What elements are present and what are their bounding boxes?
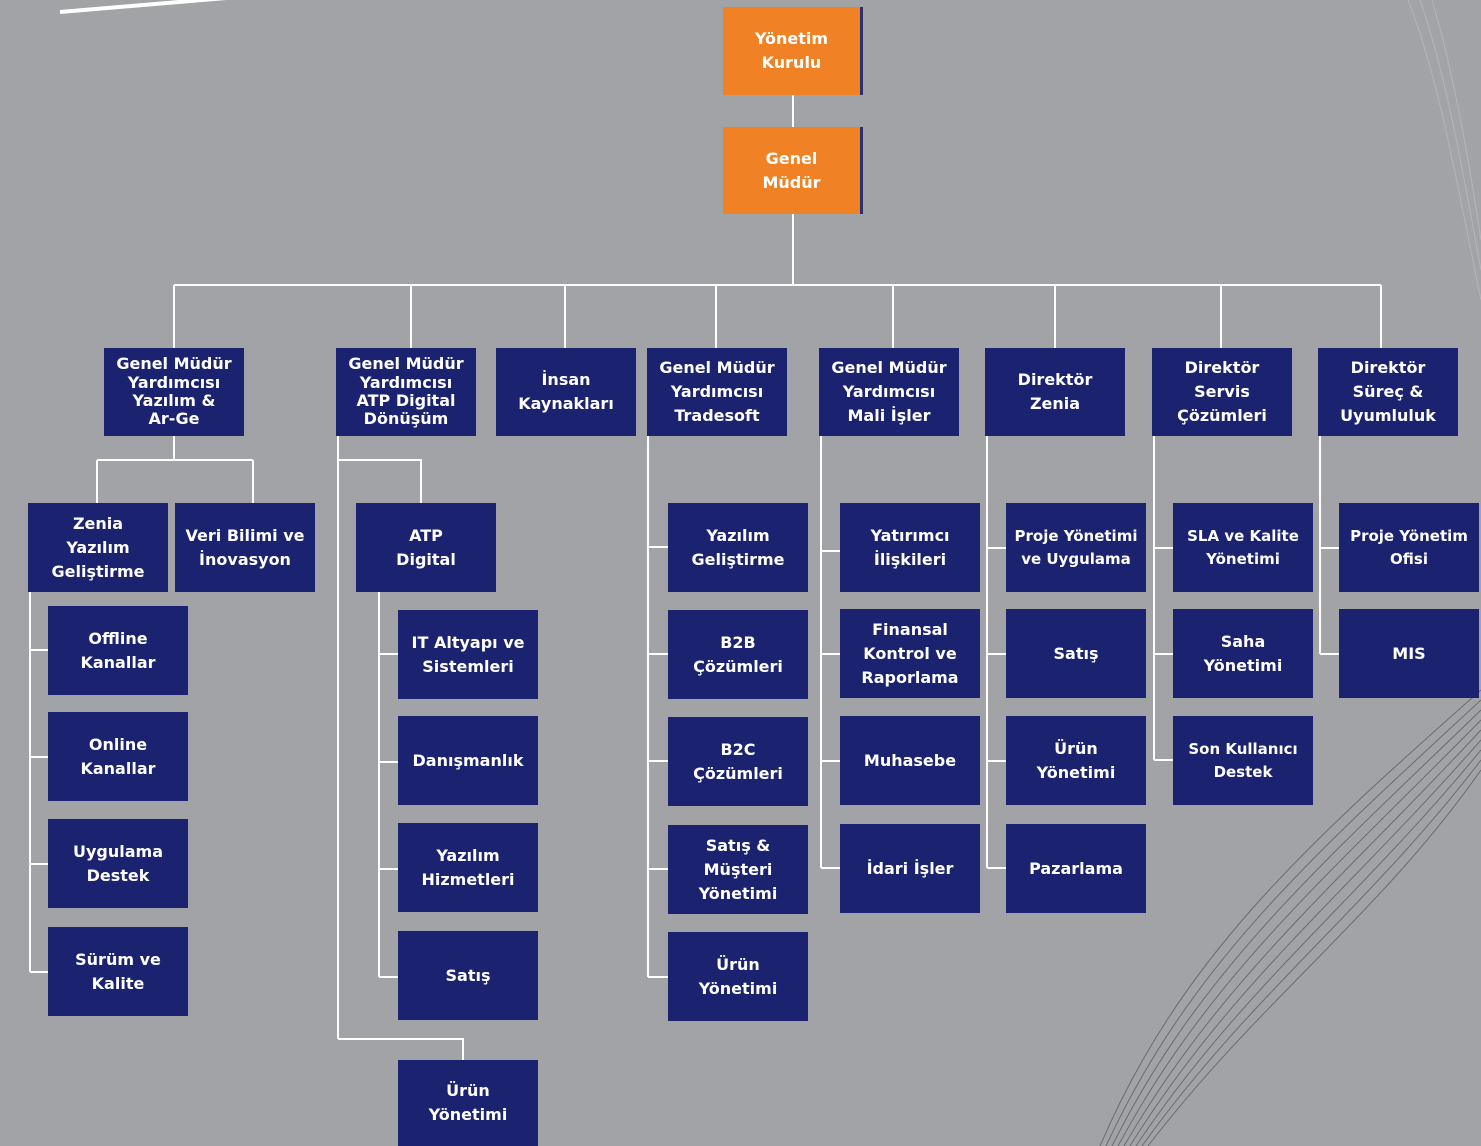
node-software-services: Yazılım Hizmetleri [398, 823, 538, 912]
node-sla-quality-management: SLA ve Kalite Yönetimi [1173, 503, 1313, 592]
node-mis: MIS [1339, 609, 1479, 698]
node-director-process: Direktör Süreç & Uyumluluk [1318, 348, 1458, 436]
node-data-science: Veri Bilimi ve İnovasyon [175, 503, 315, 592]
node-atp-product-management: Ürün Yönetimi [398, 1060, 538, 1146]
node-vp-software-rnd: Genel Müdür Yardımcısı Yazılım & Ar-Ge [104, 348, 244, 436]
node-online-channels: Online Kanallar [48, 712, 188, 801]
node-vp-tradesoft: Genel Müdür Yardımcısı Tradesoft [647, 348, 787, 436]
connector-lines [29, 95, 1382, 1060]
node-b2b-solutions: B2B Çözümleri [668, 610, 808, 699]
node-ceo: Genel Müdür [723, 127, 863, 214]
node-marketing: Pazarlama [1006, 824, 1146, 913]
node-vp-finance: Genel Müdür Yardımcısı Mali İşler [819, 348, 959, 436]
node-release-quality: Sürüm ve Kalite [48, 927, 188, 1016]
node-zenia-software-dev: Zenia Yazılım Geliştirme [28, 503, 168, 592]
node-vp-atp-digital: Genel Müdür Yardımcısı ATP Digital Dönüş… [336, 348, 476, 436]
decorative-wave-lines [1099, 689, 1481, 1146]
node-atp-sales: Satış [398, 931, 538, 1020]
node-field-management: Saha Yönetimi [1173, 609, 1313, 698]
node-consulting: Danışmanlık [398, 716, 538, 805]
node-director-zenia: Direktör Zenia [985, 348, 1125, 436]
node-zenia-sales: Satış [1006, 609, 1146, 698]
node-financial-control: Finansal Kontrol ve Raporlama [840, 609, 980, 698]
node-app-support: Uygulama Destek [48, 819, 188, 908]
node-tradesoft-product-management: Ürün Yönetimi [668, 932, 808, 1021]
node-board: Yönetim Kurulu [723, 7, 863, 95]
node-project-management-implementation: Proje Yönetimi ve Uygulama [1006, 503, 1146, 592]
node-sales-customer-management: Satış & Müşteri Yönetimi [668, 825, 808, 914]
node-investor-relations: Yatırımcı İlişkileri [840, 503, 980, 592]
node-accounting: Muhasebe [840, 716, 980, 805]
node-software-development: Yazılım Geliştirme [668, 503, 808, 592]
node-project-management-office: Proje Yönetim Ofisi [1339, 503, 1479, 592]
node-offline-channels: Offline Kanallar [48, 606, 188, 695]
decorative-right-lines [1407, 0, 1481, 301]
node-it-infrastructure: IT Altyapı ve Sistemleri [398, 610, 538, 699]
node-b2c-solutions: B2C Çözümleri [668, 717, 808, 806]
node-director-service: Direktör Servis Çözümleri [1152, 348, 1292, 436]
decorative-arc [59, 0, 226, 14]
node-atp-digital: ATP Digital [356, 503, 496, 592]
node-administrative-affairs: İdari İşler [840, 824, 980, 913]
node-zenia-product-management: Ürün Yönetimi [1006, 716, 1146, 805]
node-hr: İnsan Kaynakları [496, 348, 636, 436]
node-end-user-support: Son Kullanıcı Destek [1173, 716, 1313, 805]
